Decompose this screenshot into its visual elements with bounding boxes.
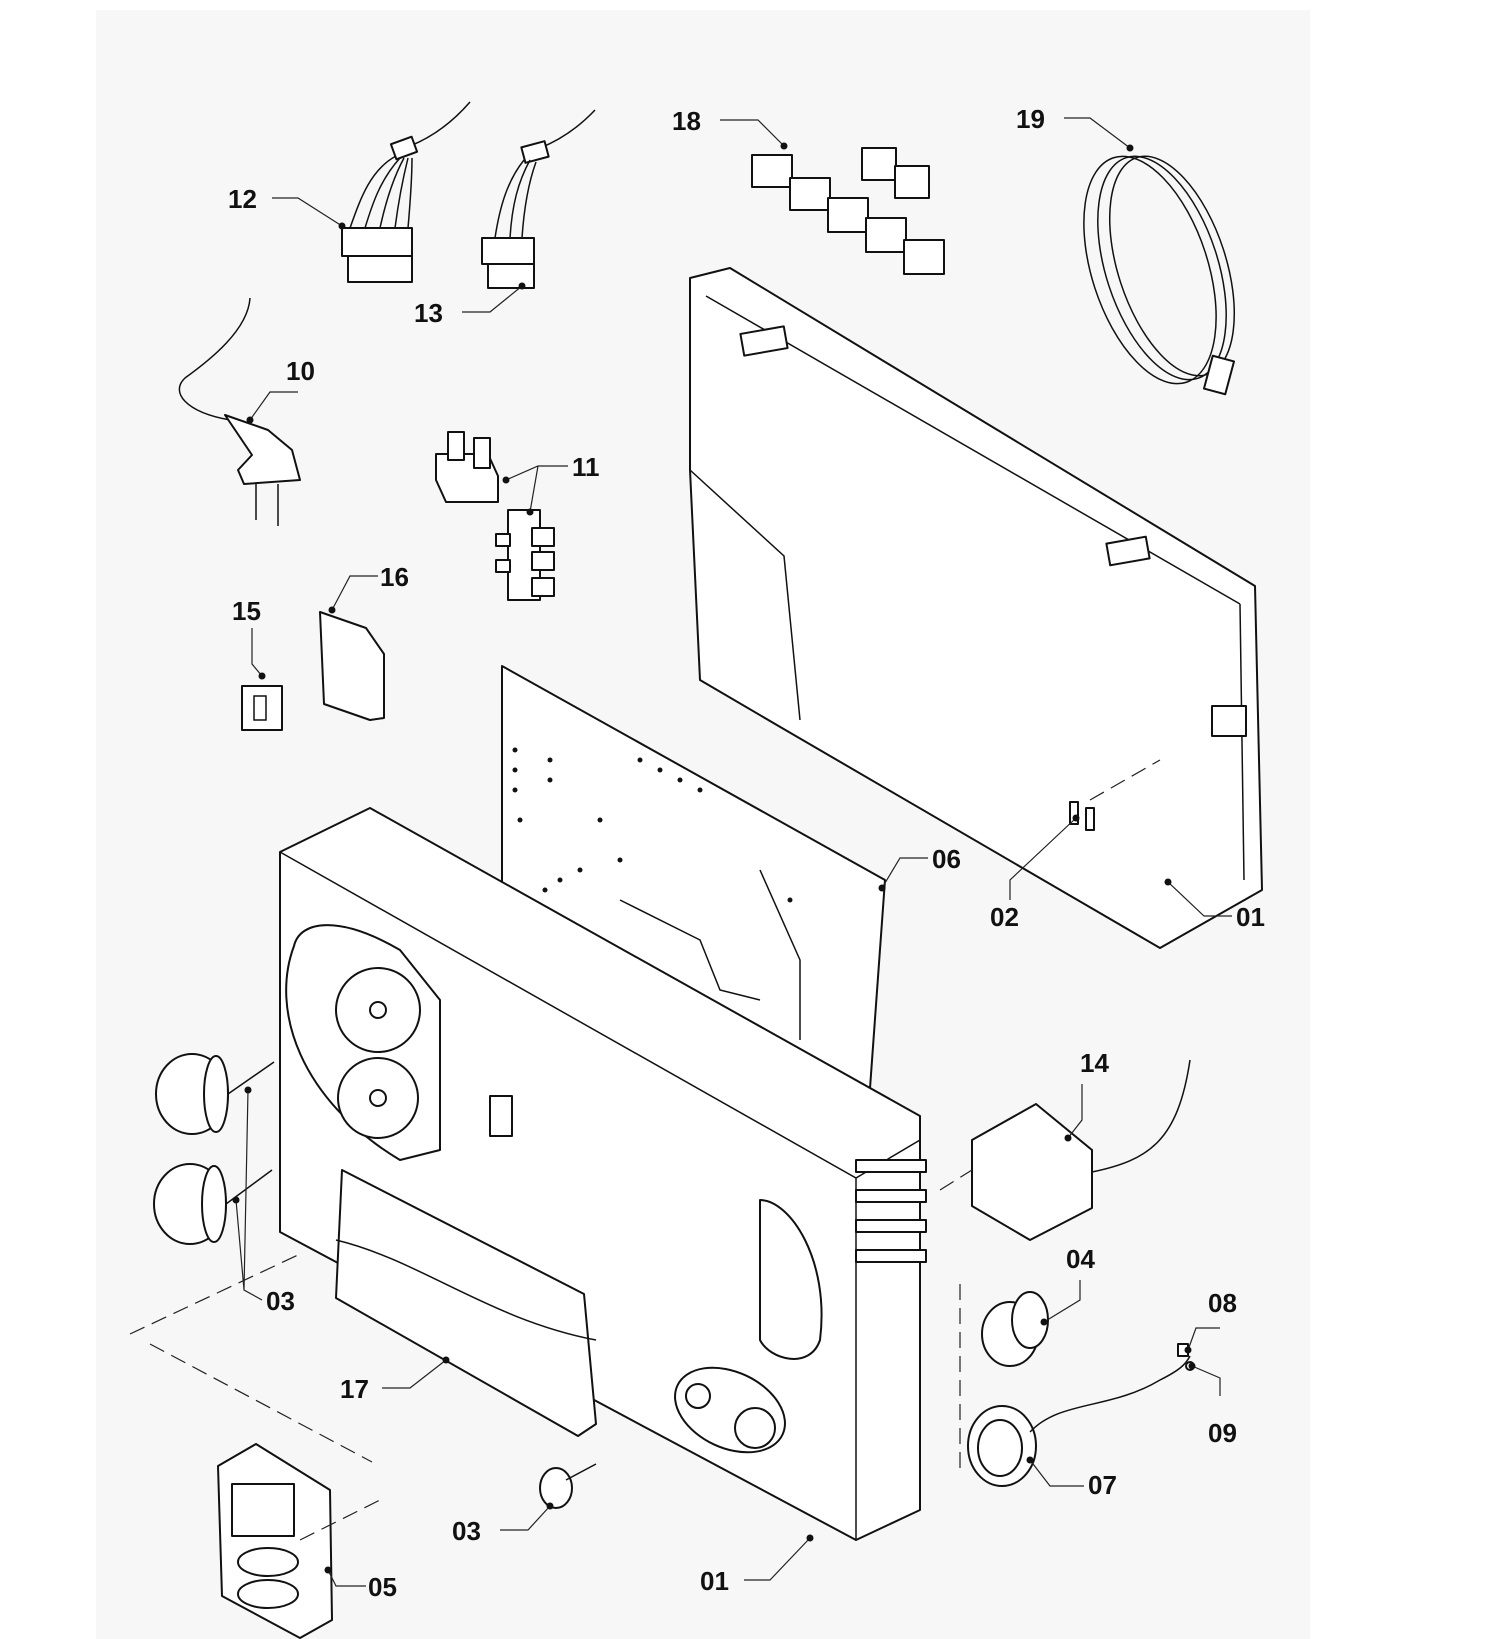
callout-06: 06 [932,844,961,874]
callout-labels: 12 13 18 19 10 11 16 15 06 02 01 14 04 0… [228,104,1265,1602]
front-housing-01 [279,807,927,1541]
pcb-components [512,747,793,903]
callout-10: 10 [286,356,315,386]
wiring-harness-13 [481,109,596,289]
small-connector-15 [241,685,283,731]
housing-vents [855,1159,927,1263]
connector-module-14 [971,1059,1191,1241]
callout-11: 11 [572,452,600,482]
callout-13: 13 [414,298,443,328]
assembly-lines [129,759,1161,1541]
callout-03-left: 03 [266,1286,295,1316]
callout-18: 18 [672,106,701,136]
callout-07: 07 [1088,1470,1117,1500]
callout-15: 15 [232,596,261,626]
connector-fittings-11 [435,431,555,601]
callout-19: 19 [1016,104,1045,134]
callout-01-front: 01 [700,1566,729,1596]
gauge-07 [967,1355,1191,1487]
power-cable-10 [178,297,301,526]
front-cover-17 [335,1169,597,1437]
callout-02: 02 [990,902,1019,932]
wiring-harness-12 [341,101,471,283]
callout-04: 04 [1066,1244,1095,1274]
remote-05 [217,1443,333,1639]
knob-03-small [539,1463,597,1509]
callout-09: 09 [1208,1418,1237,1448]
callout-16: 16 [380,562,409,592]
callout-14: 14 [1080,1048,1109,1078]
callout-08: 08 [1208,1288,1237,1318]
card-16 [319,611,385,721]
callout-05: 05 [368,1572,397,1602]
callout-01-rear: 01 [1236,902,1265,932]
terminal-blocks-18 [751,147,945,275]
rear-housing-01 [689,267,1263,949]
callout-03-small: 03 [452,1516,481,1546]
callout-12: 12 [228,184,257,214]
callout-17: 17 [340,1374,369,1404]
coiled-sensor-19 [1083,155,1236,396]
knobs-03-left [153,1053,275,1245]
leader-lines [232,117,1232,1587]
cap-04 [981,1291,1049,1367]
